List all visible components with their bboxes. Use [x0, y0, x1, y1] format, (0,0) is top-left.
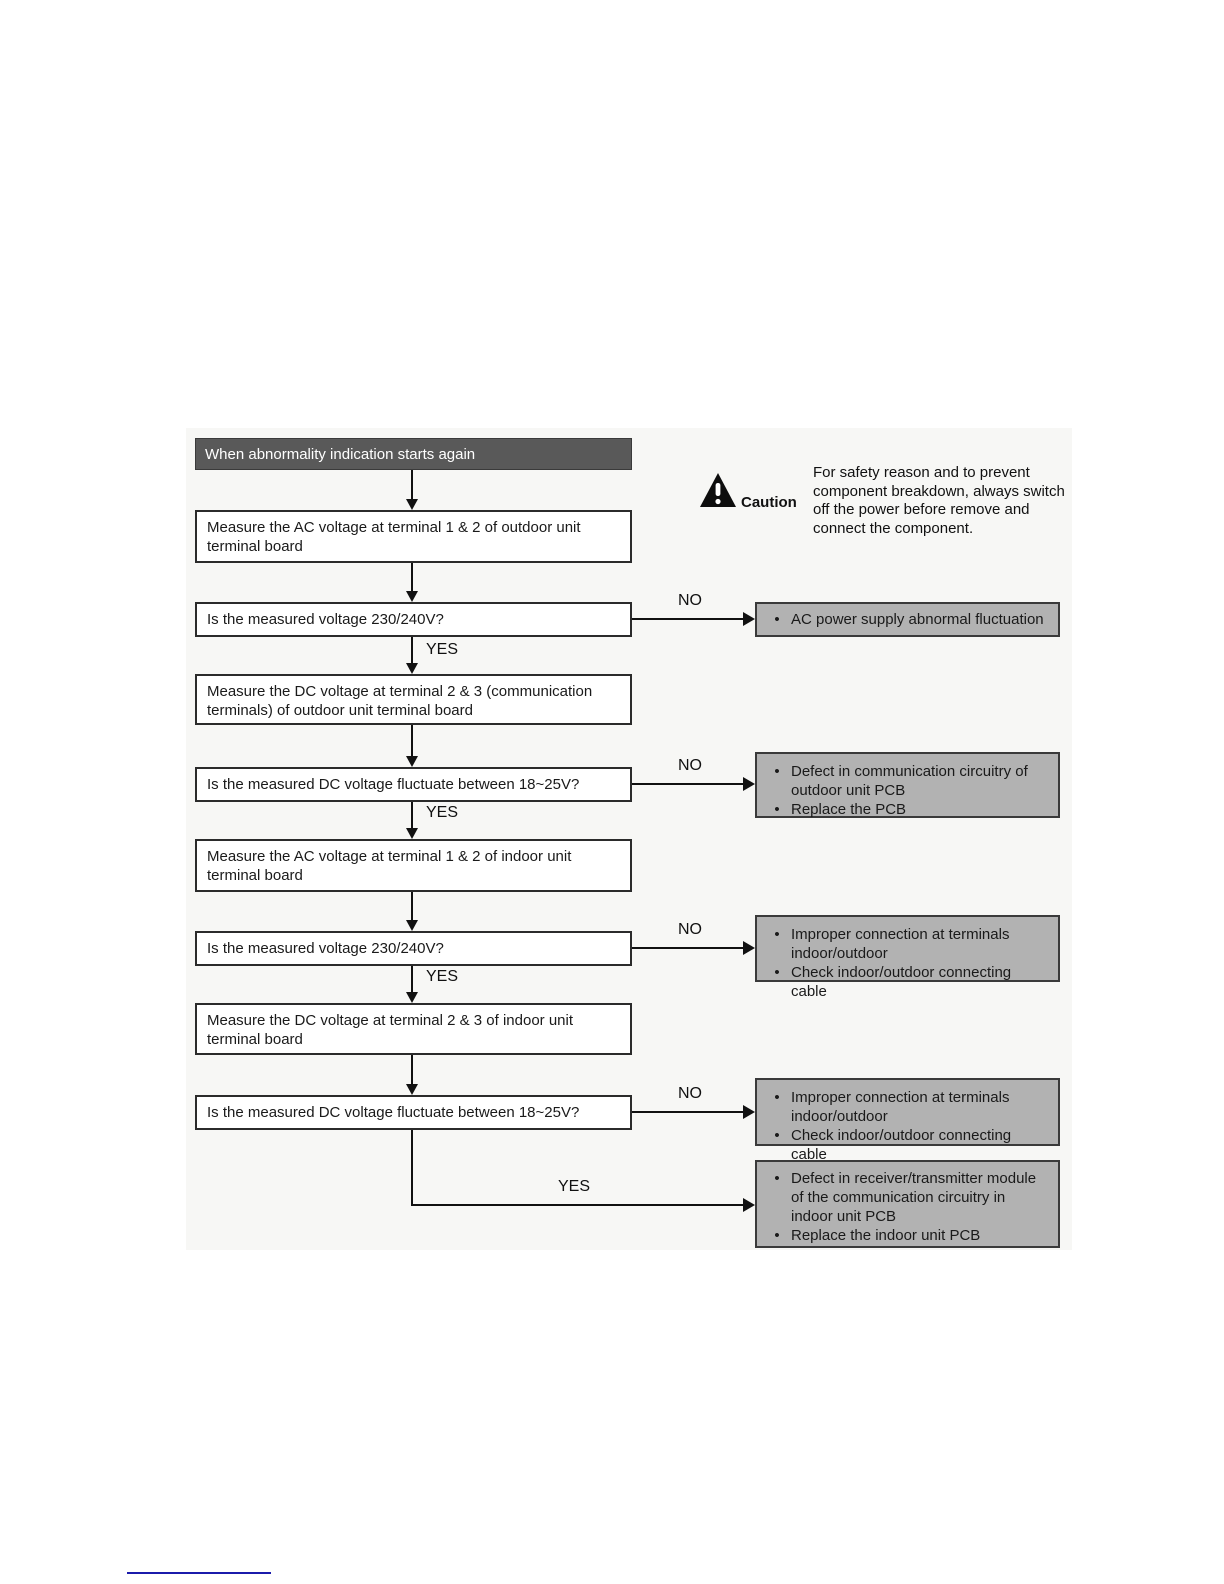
connector-line — [632, 618, 744, 620]
bullet-icon — [763, 1226, 791, 1245]
warning-triangle-icon — [700, 473, 736, 507]
arrow-right-icon — [743, 941, 755, 955]
caution-label: Caution — [741, 494, 797, 511]
no-label: NO — [678, 757, 702, 774]
flow-decision-node-1: Is the measured voltage 230/240V? — [195, 602, 632, 637]
connector-line — [632, 783, 744, 785]
bullet-icon — [763, 1126, 791, 1164]
flow-process-label: Measure the AC voltage at terminal 1 & 2… — [207, 519, 581, 555]
flow-process-label: Measure the DC voltage at terminal 2 & 3… — [207, 1012, 574, 1048]
yes-label: YES — [426, 641, 459, 658]
flow-start-label: When abnormality indication starts again — [205, 445, 476, 463]
connector-line — [411, 725, 413, 757]
flow-process-node-1: Measure the AC voltage at terminal 1 & 2… — [195, 510, 632, 563]
result-bullet: Improper connection at terminals indoor/… — [763, 1088, 1050, 1126]
arrow-down-icon — [406, 1084, 418, 1095]
no-label: NO — [678, 921, 702, 938]
caution-text: For safety reason and to prevent compone… — [813, 464, 1065, 537]
connector-line — [411, 1130, 413, 1206]
flow-decision-label: Is the measured voltage 230/240V? — [207, 940, 444, 957]
flow-result-node-4: Improper connection at terminals indoor/… — [755, 1078, 1060, 1163]
result-bullet: Check indoor/outdoor connecting cable — [763, 1126, 1050, 1164]
yes-label: YES — [426, 804, 459, 821]
flow-result-node-3: Improper connection at terminals indoor/… — [755, 915, 1060, 1000]
flow-decision-label: Is the measured voltage 230/240V? — [207, 611, 444, 628]
connector-line — [411, 470, 413, 500]
bullet-icon — [763, 1169, 791, 1226]
connector-line — [411, 802, 413, 829]
connector-line — [411, 1055, 413, 1085]
connector-line — [411, 637, 413, 664]
result-bullet: Replace the indoor unit PCB — [763, 1226, 1050, 1245]
yes-label: YES — [558, 1178, 591, 1195]
result-bullet: Defect in receiver/transmitter module of… — [763, 1169, 1050, 1226]
result-bullet: Check indoor/outdoor connecting cable — [763, 963, 1050, 1001]
result-bullet: Improper connection at terminals indoor/… — [763, 925, 1050, 963]
flow-decision-node-3: Is the measured voltage 230/240V? — [195, 931, 632, 966]
flow-result-node-5: Defect in receiver/transmitter module of… — [755, 1160, 1060, 1248]
flow-decision-node-4: Is the measured DC voltage fluctuate bet… — [195, 1095, 632, 1130]
arrow-down-icon — [406, 663, 418, 674]
bullet-icon — [763, 762, 791, 800]
connector-line — [411, 966, 413, 993]
connector-line — [632, 947, 744, 949]
bullet-icon — [763, 963, 791, 1001]
flow-decision-label: Is the measured DC voltage fluctuate bet… — [207, 776, 580, 793]
bullet-icon — [763, 925, 791, 963]
connector-line — [411, 892, 413, 921]
arrow-down-icon — [406, 920, 418, 931]
connector-line — [632, 1111, 744, 1113]
result-bullet: AC power supply abnormal fluctuation — [763, 610, 1050, 629]
flow-decision-node-2: Is the measured DC voltage fluctuate bet… — [195, 767, 632, 802]
arrow-down-icon — [406, 591, 418, 602]
arrow-down-icon — [406, 828, 418, 839]
arrow-down-icon — [406, 499, 418, 510]
bullet-icon — [763, 1088, 791, 1126]
flow-result-node-2: Defect in communication circuitry of out… — [755, 752, 1060, 818]
flow-process-label: Measure the DC voltage at terminal 2 & 3… — [207, 683, 593, 719]
result-bullet: Replace the PCB — [763, 800, 1050, 819]
arrow-down-icon — [406, 992, 418, 1003]
result-bullet: Defect in communication circuitry of out… — [763, 762, 1050, 800]
connector-line — [411, 1204, 744, 1206]
flow-process-node-2: Measure the DC voltage at terminal 2 & 3… — [195, 674, 632, 725]
flow-result-node-1: AC power supply abnormal fluctuation — [755, 602, 1060, 637]
no-label: NO — [678, 1085, 702, 1102]
flow-process-node-3: Measure the AC voltage at terminal 1 & 2… — [195, 839, 632, 892]
connector-line — [411, 563, 413, 592]
flow-process-label: Measure the AC voltage at terminal 1 & 2… — [207, 848, 572, 884]
footer-link-line — [127, 1572, 271, 1574]
yes-label: YES — [426, 968, 459, 985]
arrow-right-icon — [743, 612, 755, 626]
flow-decision-label: Is the measured DC voltage fluctuate bet… — [207, 1104, 580, 1121]
no-label: NO — [678, 592, 702, 609]
bullet-icon — [763, 800, 791, 819]
arrow-right-icon — [743, 1105, 755, 1119]
bullet-icon — [763, 610, 791, 629]
arrow-right-icon — [743, 1198, 755, 1212]
flow-process-node-4: Measure the DC voltage at terminal 2 & 3… — [195, 1003, 632, 1055]
arrow-down-icon — [406, 756, 418, 767]
flow-start-node: When abnormality indication starts again — [195, 438, 632, 470]
arrow-right-icon — [743, 777, 755, 791]
